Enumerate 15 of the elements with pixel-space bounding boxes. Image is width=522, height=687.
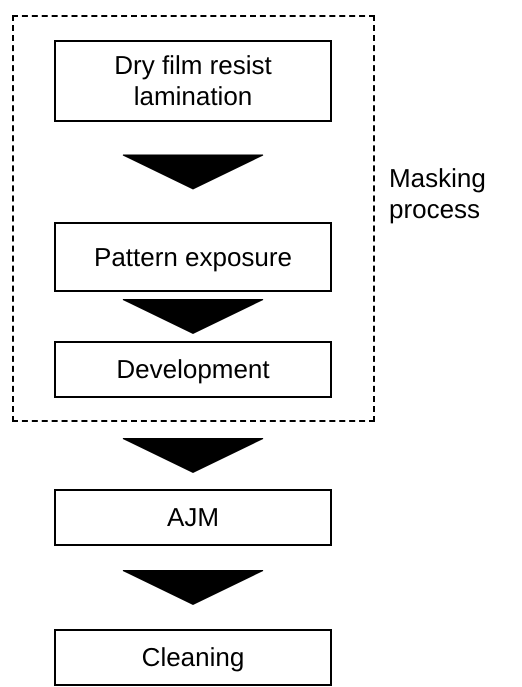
arrow — [122, 438, 264, 474]
process-label: Cleaning — [140, 642, 246, 673]
group-label: Masking process — [389, 163, 487, 225]
process-label: Dry film resist lamination — [113, 50, 273, 112]
process-label: AJM — [166, 502, 220, 533]
process-box — [54, 40, 332, 122]
process-label: Development — [115, 354, 271, 385]
arrow — [122, 154, 264, 190]
process-label: Pattern exposure — [92, 242, 293, 272]
process-box — [54, 489, 332, 546]
process-box — [54, 629, 332, 686]
arrow — [122, 299, 264, 334]
process-box — [54, 341, 332, 398]
arrow — [122, 570, 264, 606]
process-box — [54, 222, 332, 292]
